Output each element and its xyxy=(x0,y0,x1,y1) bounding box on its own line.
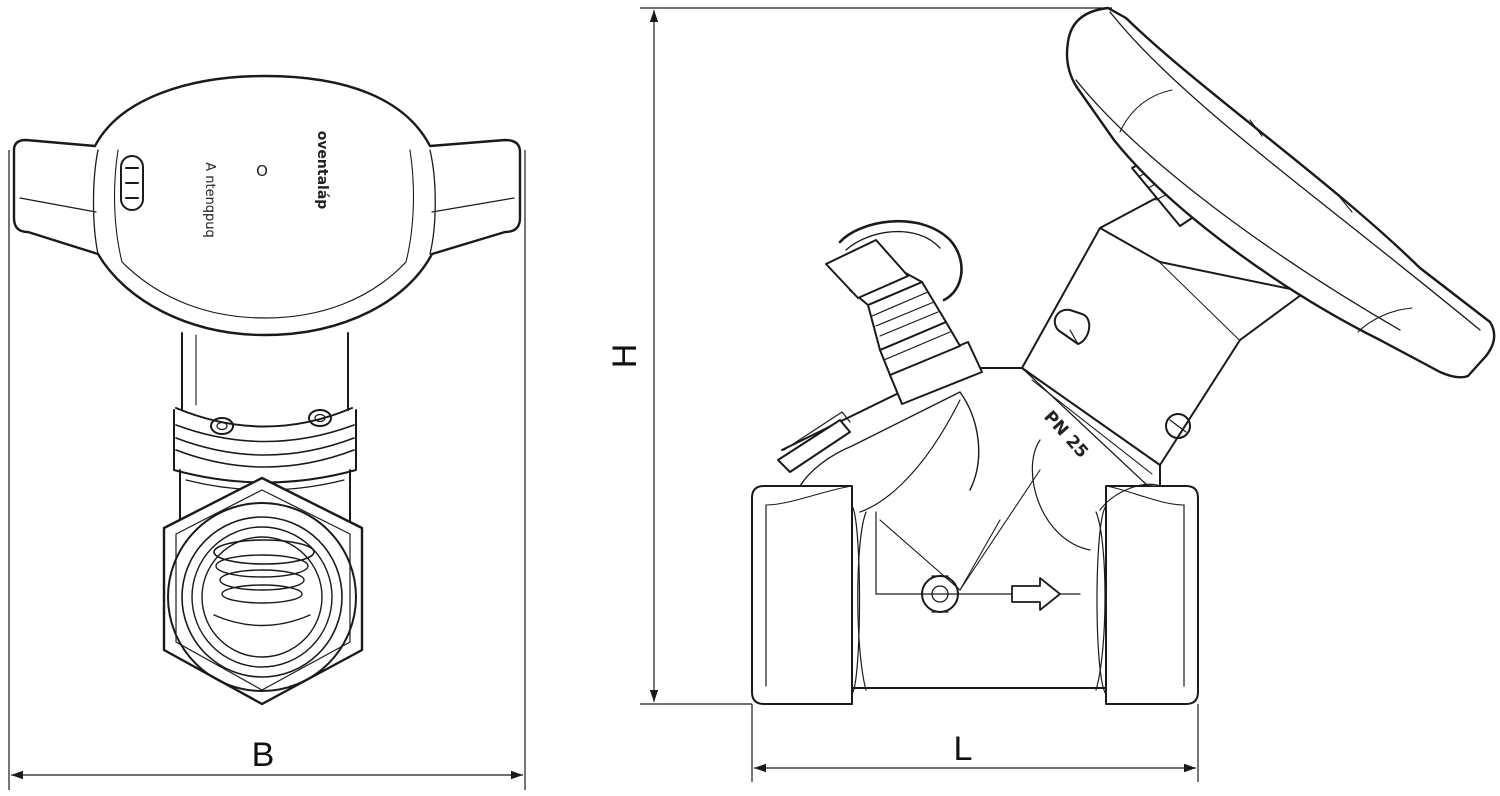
side-handwheel xyxy=(1065,6,1496,379)
dimension-h-label: H xyxy=(606,344,644,369)
side-view xyxy=(751,6,1496,705)
handwheel-text-right: oventaláp xyxy=(314,131,330,210)
handwheel-center-mark: O xyxy=(256,162,268,180)
flow-arrow xyxy=(875,511,1081,613)
logo-mark xyxy=(120,155,144,211)
side-body xyxy=(751,485,1199,705)
front-handwheel xyxy=(12,74,522,337)
front-view xyxy=(12,74,522,706)
dimension-l-label: L xyxy=(954,730,973,768)
side-neck xyxy=(777,367,1161,591)
handwheel-text-left: A ntenqpuq xyxy=(202,162,217,238)
dimension-b-label: B xyxy=(252,736,275,774)
test-point-nipple xyxy=(825,220,983,405)
front-hex-body xyxy=(162,476,364,706)
front-stem xyxy=(175,332,353,435)
